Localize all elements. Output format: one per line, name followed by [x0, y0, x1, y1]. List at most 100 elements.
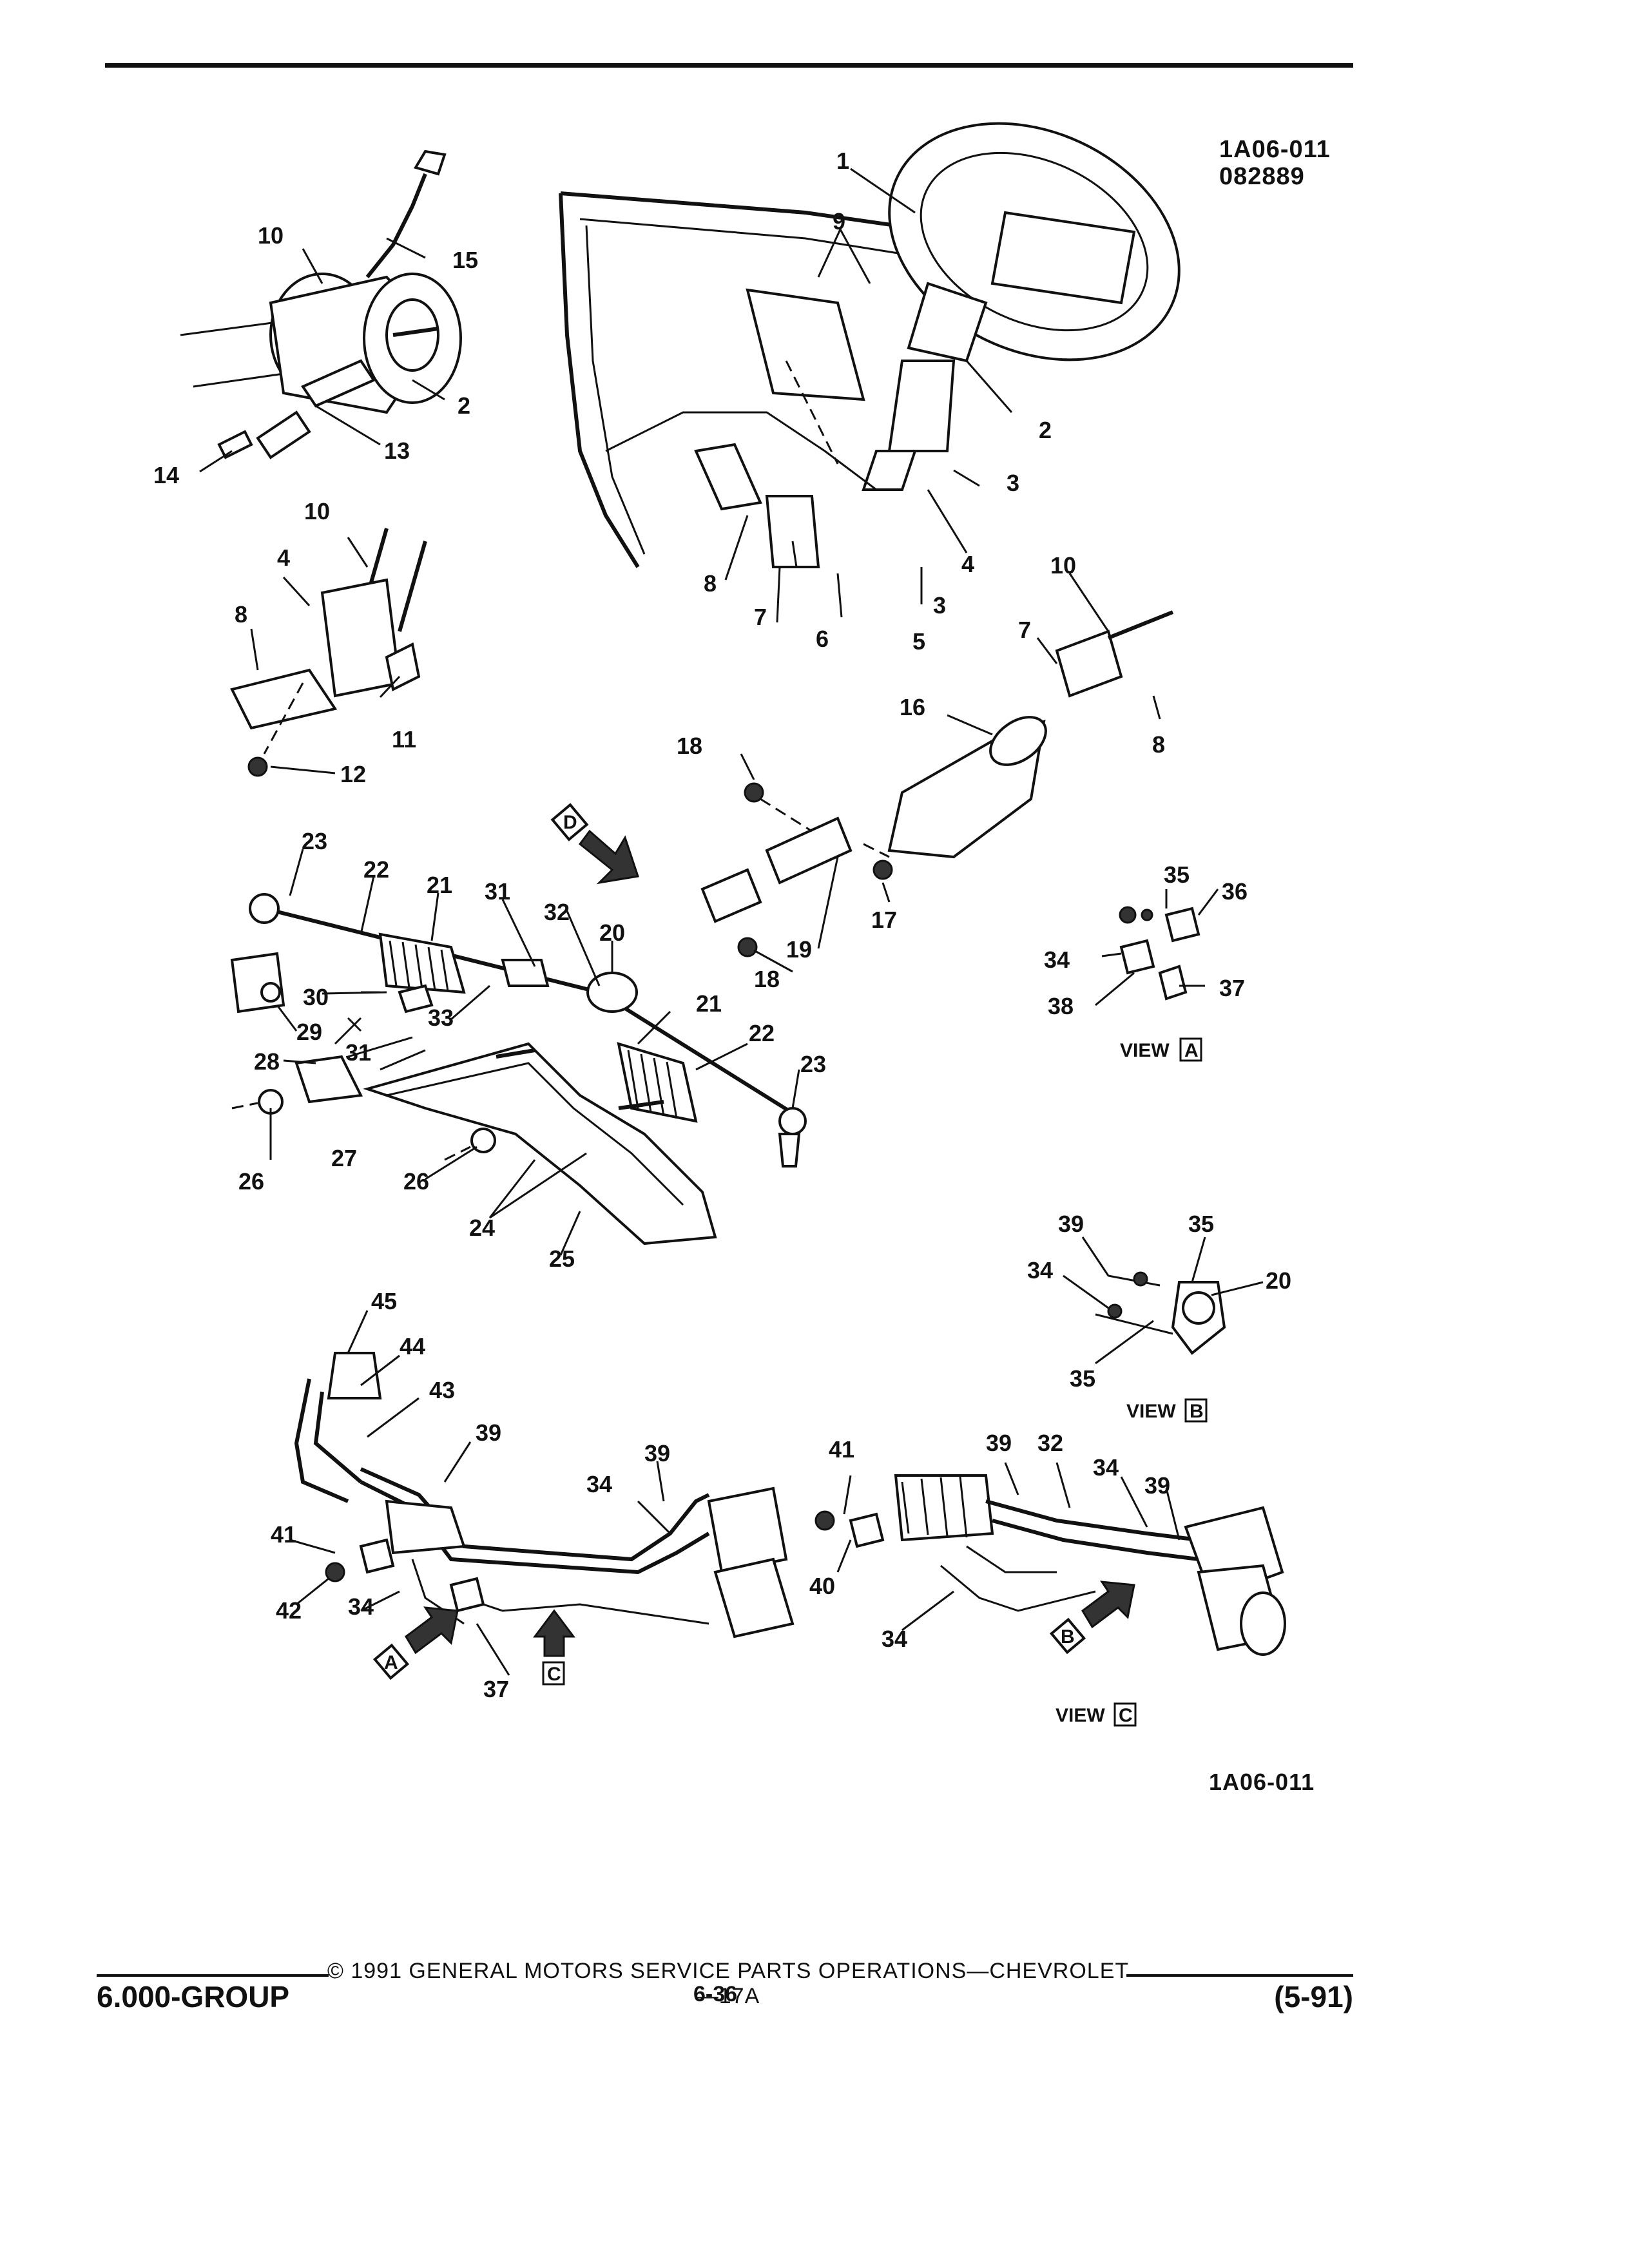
callout-18b: 18: [754, 966, 780, 992]
callout-34f: 34: [882, 1626, 907, 1652]
callout-34b: 34: [1027, 1257, 1053, 1283]
column-bracket-detail: [230, 528, 427, 777]
footer-page-number: 6-36: [693, 1982, 738, 2006]
callout-36: 36: [1222, 878, 1248, 905]
view-b-letter: B: [1190, 1401, 1204, 1422]
view-a-label: VIEW: [1120, 1040, 1170, 1061]
footer-rule-right: [1126, 1974, 1353, 1977]
callout-3b: 3: [933, 592, 946, 619]
callout-21: 21: [427, 872, 452, 898]
view-b-label: VIEW: [1126, 1401, 1176, 1422]
callout-18: 18: [677, 733, 702, 759]
footer-rule-left: [97, 1974, 329, 1977]
footer-group: 6.000-GROUP: [97, 1980, 290, 2013]
callout-4: 4: [961, 551, 974, 577]
callout-44: 44: [400, 1333, 425, 1360]
callout-7b: 7: [1018, 617, 1031, 643]
view-a-detail: VIEW A: [1119, 906, 1202, 1062]
callout-8b: 8: [235, 601, 247, 628]
callout-38: 38: [1048, 993, 1074, 1019]
column-lock-detail: [180, 149, 462, 459]
callout-39d: 39: [986, 1430, 1012, 1456]
view-d-arrow: D: [550, 803, 639, 885]
view-a-letter: A: [1184, 1040, 1199, 1061]
callout-13: 13: [384, 437, 410, 464]
footer-date: (5-91): [1274, 1980, 1353, 2013]
callout-numbers: 1 9 2 3 4 3 5 6 7 8 10 15 2 13 14 10 4 8…: [153, 148, 1291, 1702]
callout-27: 27: [331, 1145, 357, 1171]
header-rule: [105, 63, 1353, 68]
callout-37b: 37: [483, 1676, 509, 1702]
intermediate-shaft: [700, 610, 1174, 957]
callout-31b: 31: [345, 1039, 371, 1066]
callout-8c: 8: [1152, 731, 1165, 758]
callout-39c: 39: [644, 1440, 670, 1466]
callout-40: 40: [809, 1573, 835, 1599]
callout-22: 22: [363, 856, 389, 883]
arrow-c-letter: C: [547, 1664, 561, 1685]
callout-37: 37: [1219, 975, 1245, 1001]
callout-39e: 39: [1144, 1472, 1170, 1499]
callout-10b: 10: [304, 498, 330, 524]
callout-25: 25: [549, 1245, 575, 1272]
callout-20: 20: [599, 919, 625, 946]
callout-10c: 10: [1050, 552, 1076, 579]
callout-42: 42: [276, 1597, 302, 1624]
callout-32b: 32: [1037, 1430, 1063, 1456]
callout-41: 41: [271, 1521, 296, 1548]
callout-2b: 2: [458, 392, 470, 419]
callout-39b: 39: [476, 1419, 501, 1446]
callout-19: 19: [786, 936, 812, 963]
callout-12: 12: [340, 761, 366, 787]
view-b-detail: VIEW B: [1095, 1271, 1226, 1423]
callout-39: 39: [1058, 1211, 1084, 1237]
view-c-letter: C: [1119, 1705, 1133, 1726]
callout-28: 28: [254, 1048, 280, 1075]
view-d-letter: D: [563, 812, 577, 833]
callout-29: 29: [296, 1019, 322, 1045]
footer-copyright: © 1991 GENERAL MOTORS SERVICE PARTS OPER…: [327, 1959, 1130, 2008]
callout-43: 43: [429, 1377, 455, 1403]
callout-7: 7: [754, 604, 767, 630]
callout-23b: 23: [800, 1051, 826, 1077]
callout-45: 45: [371, 1288, 397, 1314]
callout-41b: 41: [829, 1436, 854, 1463]
callout-3: 3: [1007, 470, 1019, 496]
callout-34e: 34: [1093, 1454, 1119, 1481]
callout-17: 17: [871, 907, 897, 933]
arrow-b-letter: B: [1061, 1626, 1075, 1648]
callout-34c: 34: [586, 1471, 612, 1497]
figure-code: 1A06-011: [1219, 136, 1331, 163]
callout-35c: 35: [1070, 1365, 1095, 1392]
callout-11: 11: [392, 726, 416, 753]
callout-2: 2: [1039, 417, 1052, 443]
callout-15: 15: [452, 247, 478, 273]
power-steering-lines-left: A C: [294, 1352, 795, 1686]
power-steering-lines-right: B VIEW C: [815, 1474, 1286, 1727]
callout-34: 34: [1044, 947, 1070, 973]
arrow-a-letter: A: [384, 1652, 398, 1673]
figure-date: 082889: [1219, 163, 1305, 190]
callout-1: 1: [836, 148, 849, 174]
view-c-label: VIEW: [1055, 1705, 1105, 1726]
callout-4b: 4: [277, 544, 290, 571]
callout-26: 26: [238, 1168, 264, 1195]
leader-lines: [199, 168, 1264, 1676]
callout-16: 16: [900, 694, 925, 720]
callout-35b: 35: [1188, 1211, 1214, 1237]
rack-and-pinion: [230, 893, 807, 1168]
callout-30: 30: [303, 984, 329, 1010]
callout-23: 23: [302, 828, 327, 854]
wheel-and-dash: [559, 122, 1181, 568]
callout-8: 8: [704, 570, 717, 597]
callout-35: 35: [1164, 861, 1190, 888]
crossmember: [231, 1042, 717, 1245]
callout-33: 33: [428, 1004, 454, 1031]
callout-21b: 21: [696, 990, 722, 1017]
callout-6: 6: [816, 626, 829, 652]
figure-footer-code: 1A06-011: [1209, 1769, 1315, 1795]
callout-22b: 22: [749, 1020, 775, 1046]
callout-32: 32: [544, 899, 570, 925]
callout-26b: 26: [403, 1168, 429, 1195]
